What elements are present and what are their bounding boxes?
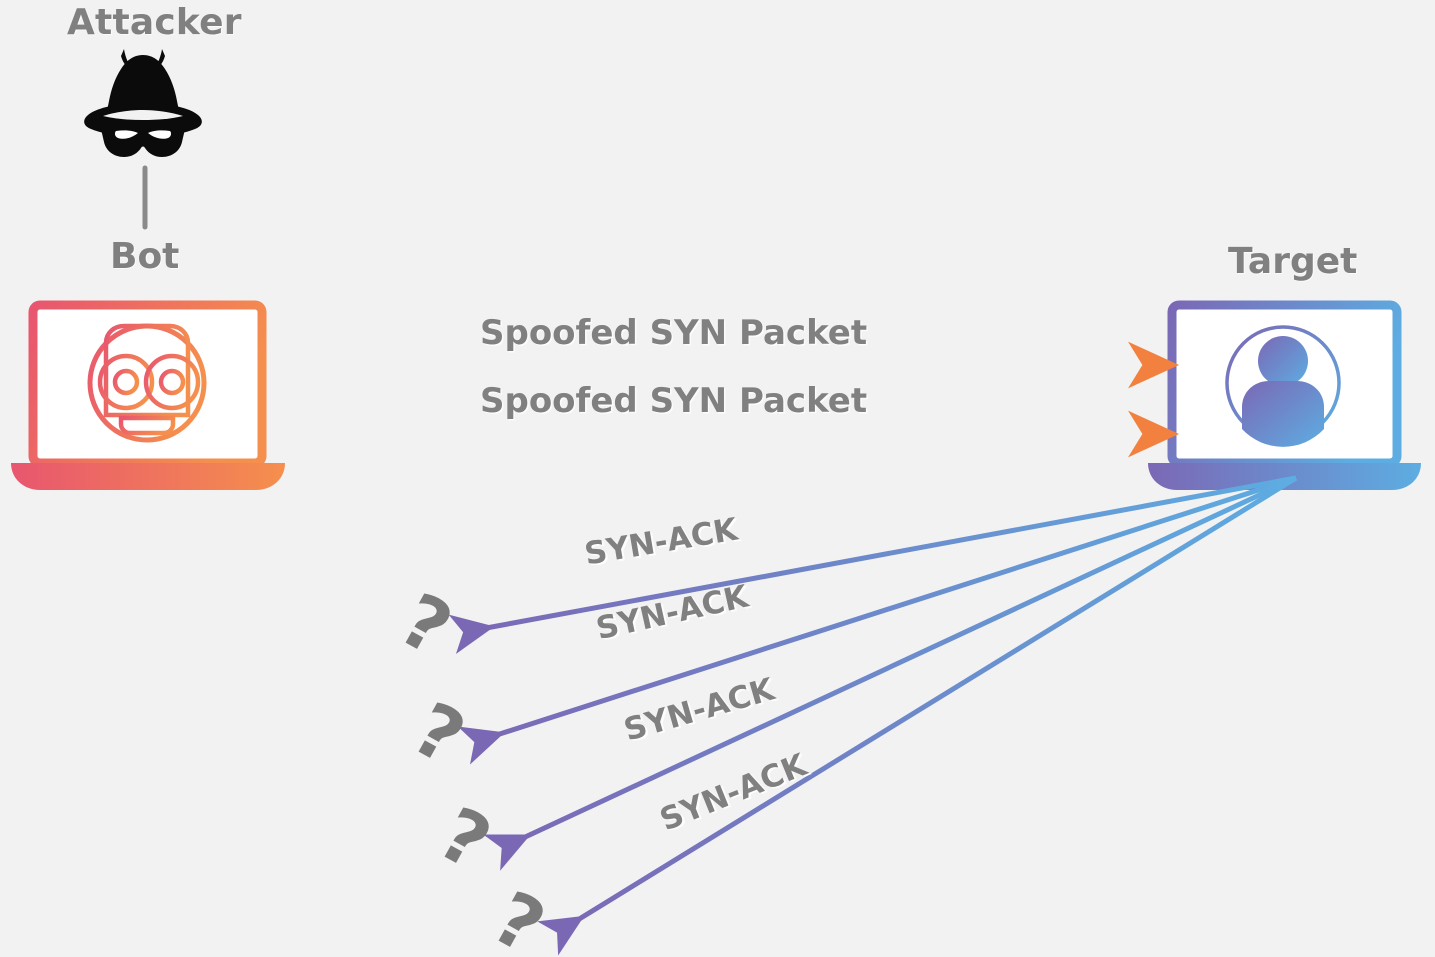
target-label: Target: [1228, 241, 1358, 282]
syn-ack-arrow-4: [537, 475, 1298, 956]
robot-face-icon: [87, 323, 207, 443]
syn-ack-arrows: [448, 475, 1298, 956]
spoofed-syn-arrows: [264, 341, 1179, 458]
bot-label: Bot: [110, 236, 180, 277]
target-laptop: [1148, 300, 1421, 490]
syn-ack-arrow-1: [448, 475, 1297, 654]
bot-laptop: [11, 300, 285, 490]
syn-ack-arrow-2: [457, 475, 1297, 765]
spoofed-syn-packet-label-1: Spoofed SYN Packet: [480, 313, 868, 353]
user-avatar-icon: [1225, 325, 1341, 447]
attacker-label: Attacker: [67, 2, 242, 43]
syn-ack-arrow-3: [483, 475, 1298, 871]
spoofed-syn-packet-label-2: Spoofed SYN Packet: [480, 381, 868, 421]
attacker-hat-icon: [84, 49, 202, 157]
